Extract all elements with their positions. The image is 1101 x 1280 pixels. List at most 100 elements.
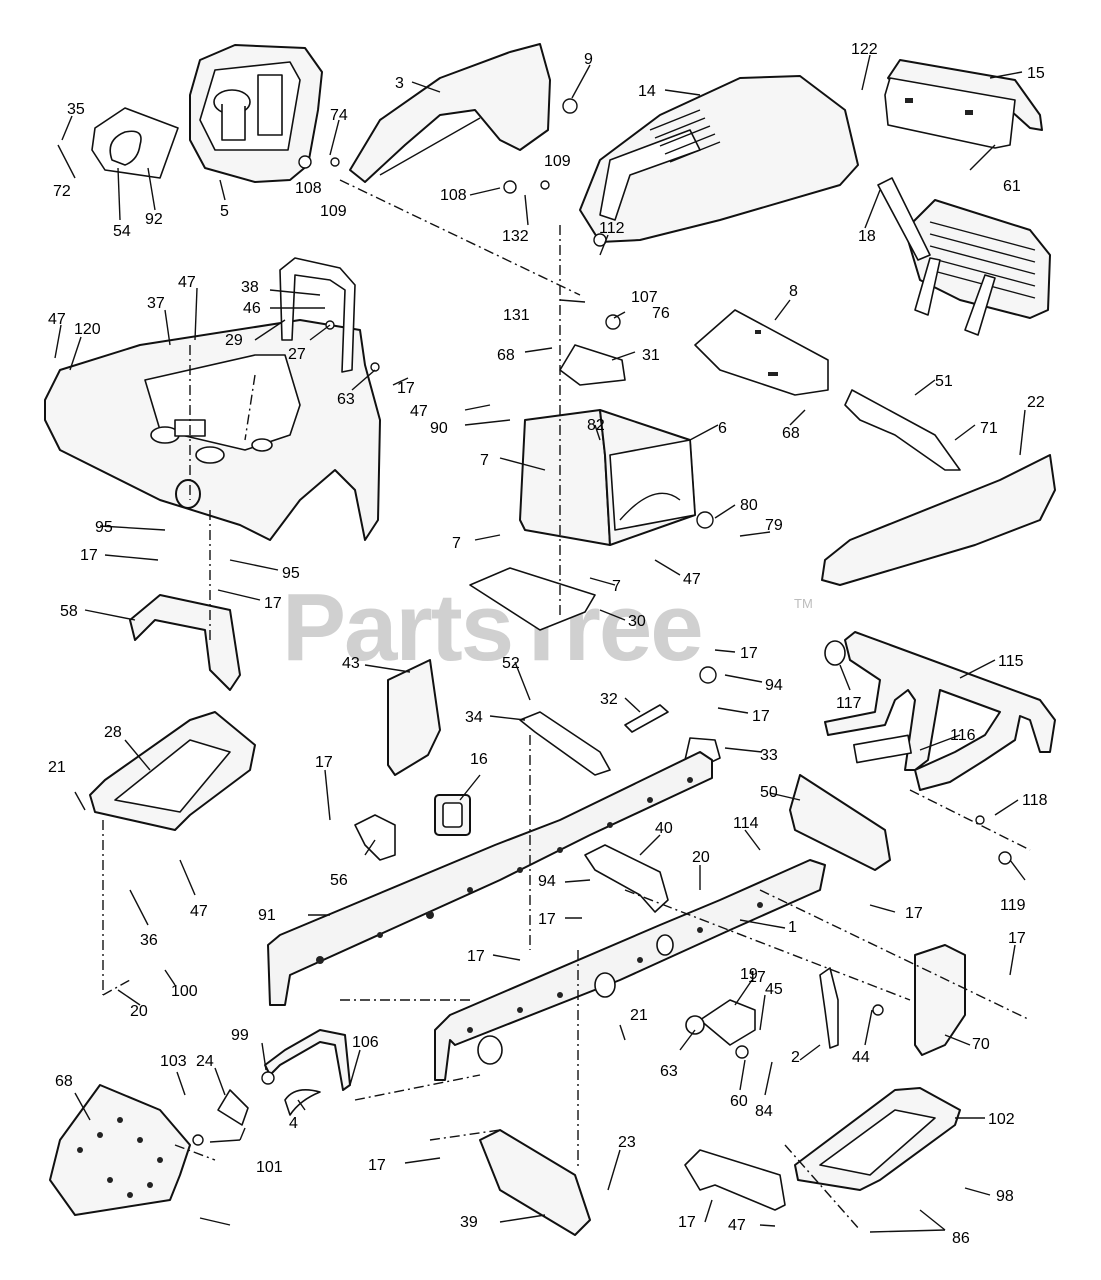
part-3-side-panel — [349, 43, 551, 183]
part-50-bracket — [789, 774, 891, 871]
callout: 94 — [765, 677, 783, 694]
part-103-bracket — [217, 1089, 249, 1126]
callout: 70 — [972, 1036, 990, 1053]
callout: 17 — [368, 1157, 386, 1174]
watermark-trademark: TM — [794, 596, 813, 611]
callout: 9 — [584, 51, 593, 68]
callout: 82 — [587, 417, 605, 434]
callout: 102 — [988, 1111, 1015, 1128]
callout: 45 — [765, 981, 783, 998]
callout: 17 — [748, 969, 766, 986]
callout: 100 — [171, 983, 198, 1000]
callout: 47 — [683, 571, 701, 588]
callout: 47 — [410, 403, 428, 420]
callout: 36 — [140, 932, 158, 949]
callout: 17 — [467, 948, 485, 965]
part-34-bracket — [519, 711, 611, 776]
callout: 33 — [760, 747, 778, 764]
part-39-bracket — [684, 1149, 786, 1211]
part-16-grommet — [434, 794, 471, 836]
callout: 21 — [630, 1007, 648, 1024]
callout: 40 — [655, 820, 673, 837]
callout: 52 — [502, 655, 520, 672]
part-37-fender — [44, 319, 381, 541]
callout: 30 — [628, 613, 646, 630]
part-45-hitch — [685, 999, 756, 1046]
callout: 2 — [791, 1049, 800, 1066]
callout: 95 — [95, 519, 113, 536]
part-8-plate — [694, 309, 829, 396]
leader-lines — [54, 54, 1026, 1233]
callout: 92 — [145, 211, 163, 228]
callout: 47 — [190, 903, 208, 920]
part-115-handle — [824, 631, 1056, 791]
callout: 120 — [74, 321, 101, 338]
part-24-footrest — [794, 1087, 961, 1191]
callout: 71 — [980, 420, 998, 437]
callout: 90 — [430, 420, 448, 437]
callout: 14 — [638, 83, 656, 100]
callout: 16 — [470, 751, 488, 768]
callout: 86 — [952, 1230, 970, 1247]
callout: 68 — [782, 425, 800, 442]
callout: 8 — [789, 283, 798, 300]
callout: 108 — [295, 180, 322, 197]
callout: 21 — [48, 759, 66, 776]
callout: 20 — [130, 1003, 148, 1020]
callout: 68 — [497, 347, 515, 364]
callout: 1 — [788, 919, 797, 936]
callout-labels: 122 15 9 14 3 35 74 108 109 72 54 92 5 1… — [48, 41, 1048, 1247]
callout: 6 — [718, 420, 727, 437]
part-22-bumper — [821, 454, 1056, 586]
callout: 109 — [320, 203, 347, 220]
callout: 7 — [480, 452, 489, 469]
callout: 51 — [935, 373, 953, 390]
callout: 103 — [160, 1053, 187, 1070]
callout: 17 — [315, 754, 333, 771]
part-1-frame-right — [434, 859, 826, 1081]
callout: 63 — [660, 1063, 678, 1080]
callout: 20 — [692, 849, 710, 866]
callout: 44 — [852, 1049, 870, 1066]
callout: 56 — [330, 872, 348, 889]
callout: 17 — [264, 595, 282, 612]
callout: 3 — [395, 75, 404, 92]
callout: 112 — [599, 220, 625, 237]
callout: 5 — [220, 203, 229, 220]
callout: 7 — [452, 535, 461, 552]
callout: 80 — [740, 497, 758, 514]
part-2-side-plate — [49, 1084, 191, 1216]
callout: 4 — [289, 1115, 298, 1132]
callout: 22 — [1027, 394, 1045, 411]
callout: 17 — [80, 547, 98, 564]
callout: 119 — [1000, 897, 1026, 914]
part-32-bracket — [624, 704, 669, 733]
callout: 122 — [851, 41, 878, 58]
callout: 29 — [225, 332, 243, 349]
callout: 108 — [440, 187, 467, 204]
part-54-cover — [91, 107, 179, 179]
part-91-frame-left — [267, 751, 713, 1006]
callout: 47 — [728, 1217, 746, 1234]
callout: 132 — [502, 228, 529, 245]
part-71-bracket — [844, 389, 961, 471]
part-14-hood — [579, 75, 859, 243]
callout: 91 — [258, 907, 276, 924]
part-29-seat-bracket — [279, 257, 356, 373]
callout: 17 — [752, 708, 770, 725]
part-98-bracket — [479, 1129, 591, 1236]
callout: 17 — [740, 645, 758, 662]
callout: 34 — [465, 709, 483, 726]
callout: 101 — [256, 1159, 283, 1176]
callout: 74 — [330, 107, 348, 124]
callout: 68 — [55, 1073, 73, 1090]
callout: 23 — [618, 1134, 636, 1151]
callout: 47 — [178, 274, 196, 291]
callout: 39 — [460, 1214, 478, 1231]
callout: 35 — [67, 101, 85, 118]
callout: 28 — [104, 724, 122, 741]
callout: 43 — [342, 655, 360, 672]
part-31-bracket — [559, 344, 626, 386]
part-5-dash-panel — [189, 44, 323, 183]
